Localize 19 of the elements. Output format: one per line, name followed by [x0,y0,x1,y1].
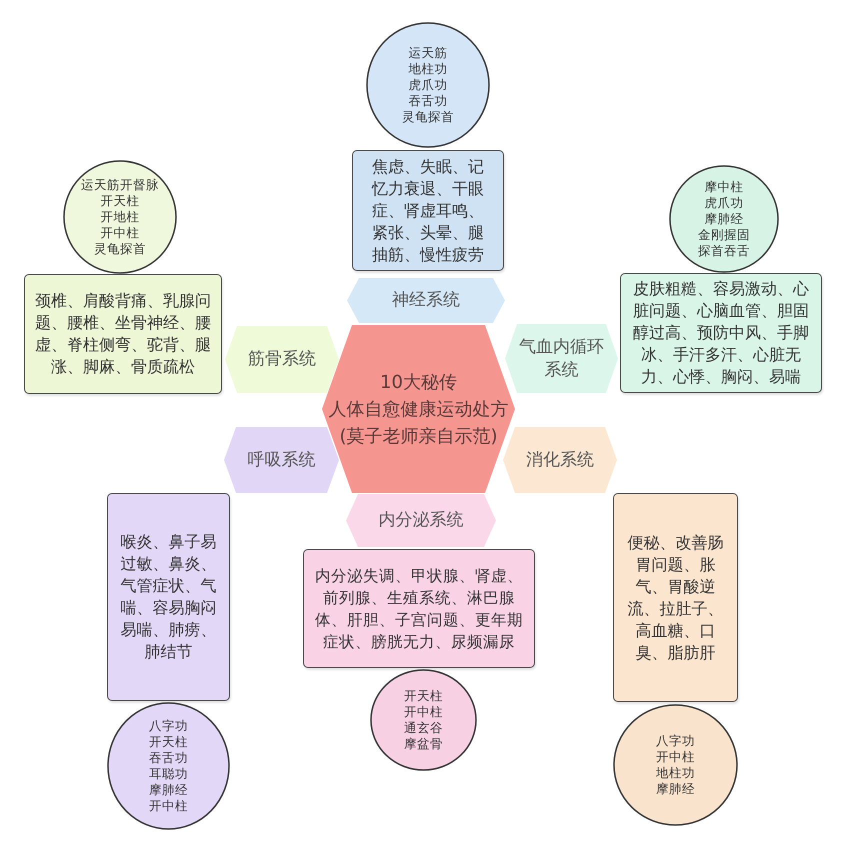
exercise-circle: 开天柱 开中柱 通玄谷 摩盆骨 [370,669,477,771]
exercise-circle: 八字功 开中柱 地柱功 摩肺经 [613,704,738,826]
exercise-circle: 八字功 开天柱 吞舌功 耳聪功 摩肺经 开中柱 [107,702,230,830]
system-hexagon: 神经系统 [347,278,505,323]
symptom-card: 颈椎、肩酸背痛、乳腺问题、腰椎、坐骨神经、腰虚、脊柱侧弯、驼背、腿涨、脚麻、骨质疏松 [24,274,222,394]
system-hexagon: 消化系统 [503,427,617,493]
system-hexagon: 内分泌系统 [346,494,496,547]
exercise-circle: 摩中柱 虎爪功 摩肺经 金刚握固 探首吞舌 [669,165,779,273]
symptom-card: 焦虑、失眠、记忆力衰退、干眼症、肾虚耳鸣、紧张、头晕、腿抽筋、慢性疲劳 [352,150,504,271]
exercise-circle: 运天筋 地柱功 虎爪功 吞舌功 灵龟探首 [366,22,490,148]
system-hexagon: 气血内循环系统 [505,324,618,393]
system-hexagon: 筋骨系统 [225,326,339,393]
title-hexagon: 10大秘传 人体自愈健康运动处方 (莫子老师亲自示范) [322,325,515,493]
symptom-card: 内分泌失调、甲状腺、肾虚、前列腺、生殖系统、淋巴腺体、肝胆、子宫问题、更年期症状、膀胱无力、尿频漏尿 [303,549,535,668]
exercise-circle: 运天筋开督脉 开天柱 开地柱 开中柱 灵龟探首 [63,160,177,274]
symptom-card: 便秘、改善肠胃问题、胀气、胃酸逆流、拉肚子、高血糖、口臭、脂肪肝 [613,493,738,702]
system-hexagon: 呼吸系统 [224,427,339,493]
symptom-card: 皮肤粗糙、容易激动、心脏问题、心脑血管、胆固醇过高、预防中风、手脚冰、手汗多汗、心脏无力、心悸、胸闷、易喘 [620,273,822,393]
symptom-card: 喉炎、鼻子易过敏、鼻炎、气管症状、气喘、容易胸闷易喘、肺痨、肺结节 [107,493,230,701]
